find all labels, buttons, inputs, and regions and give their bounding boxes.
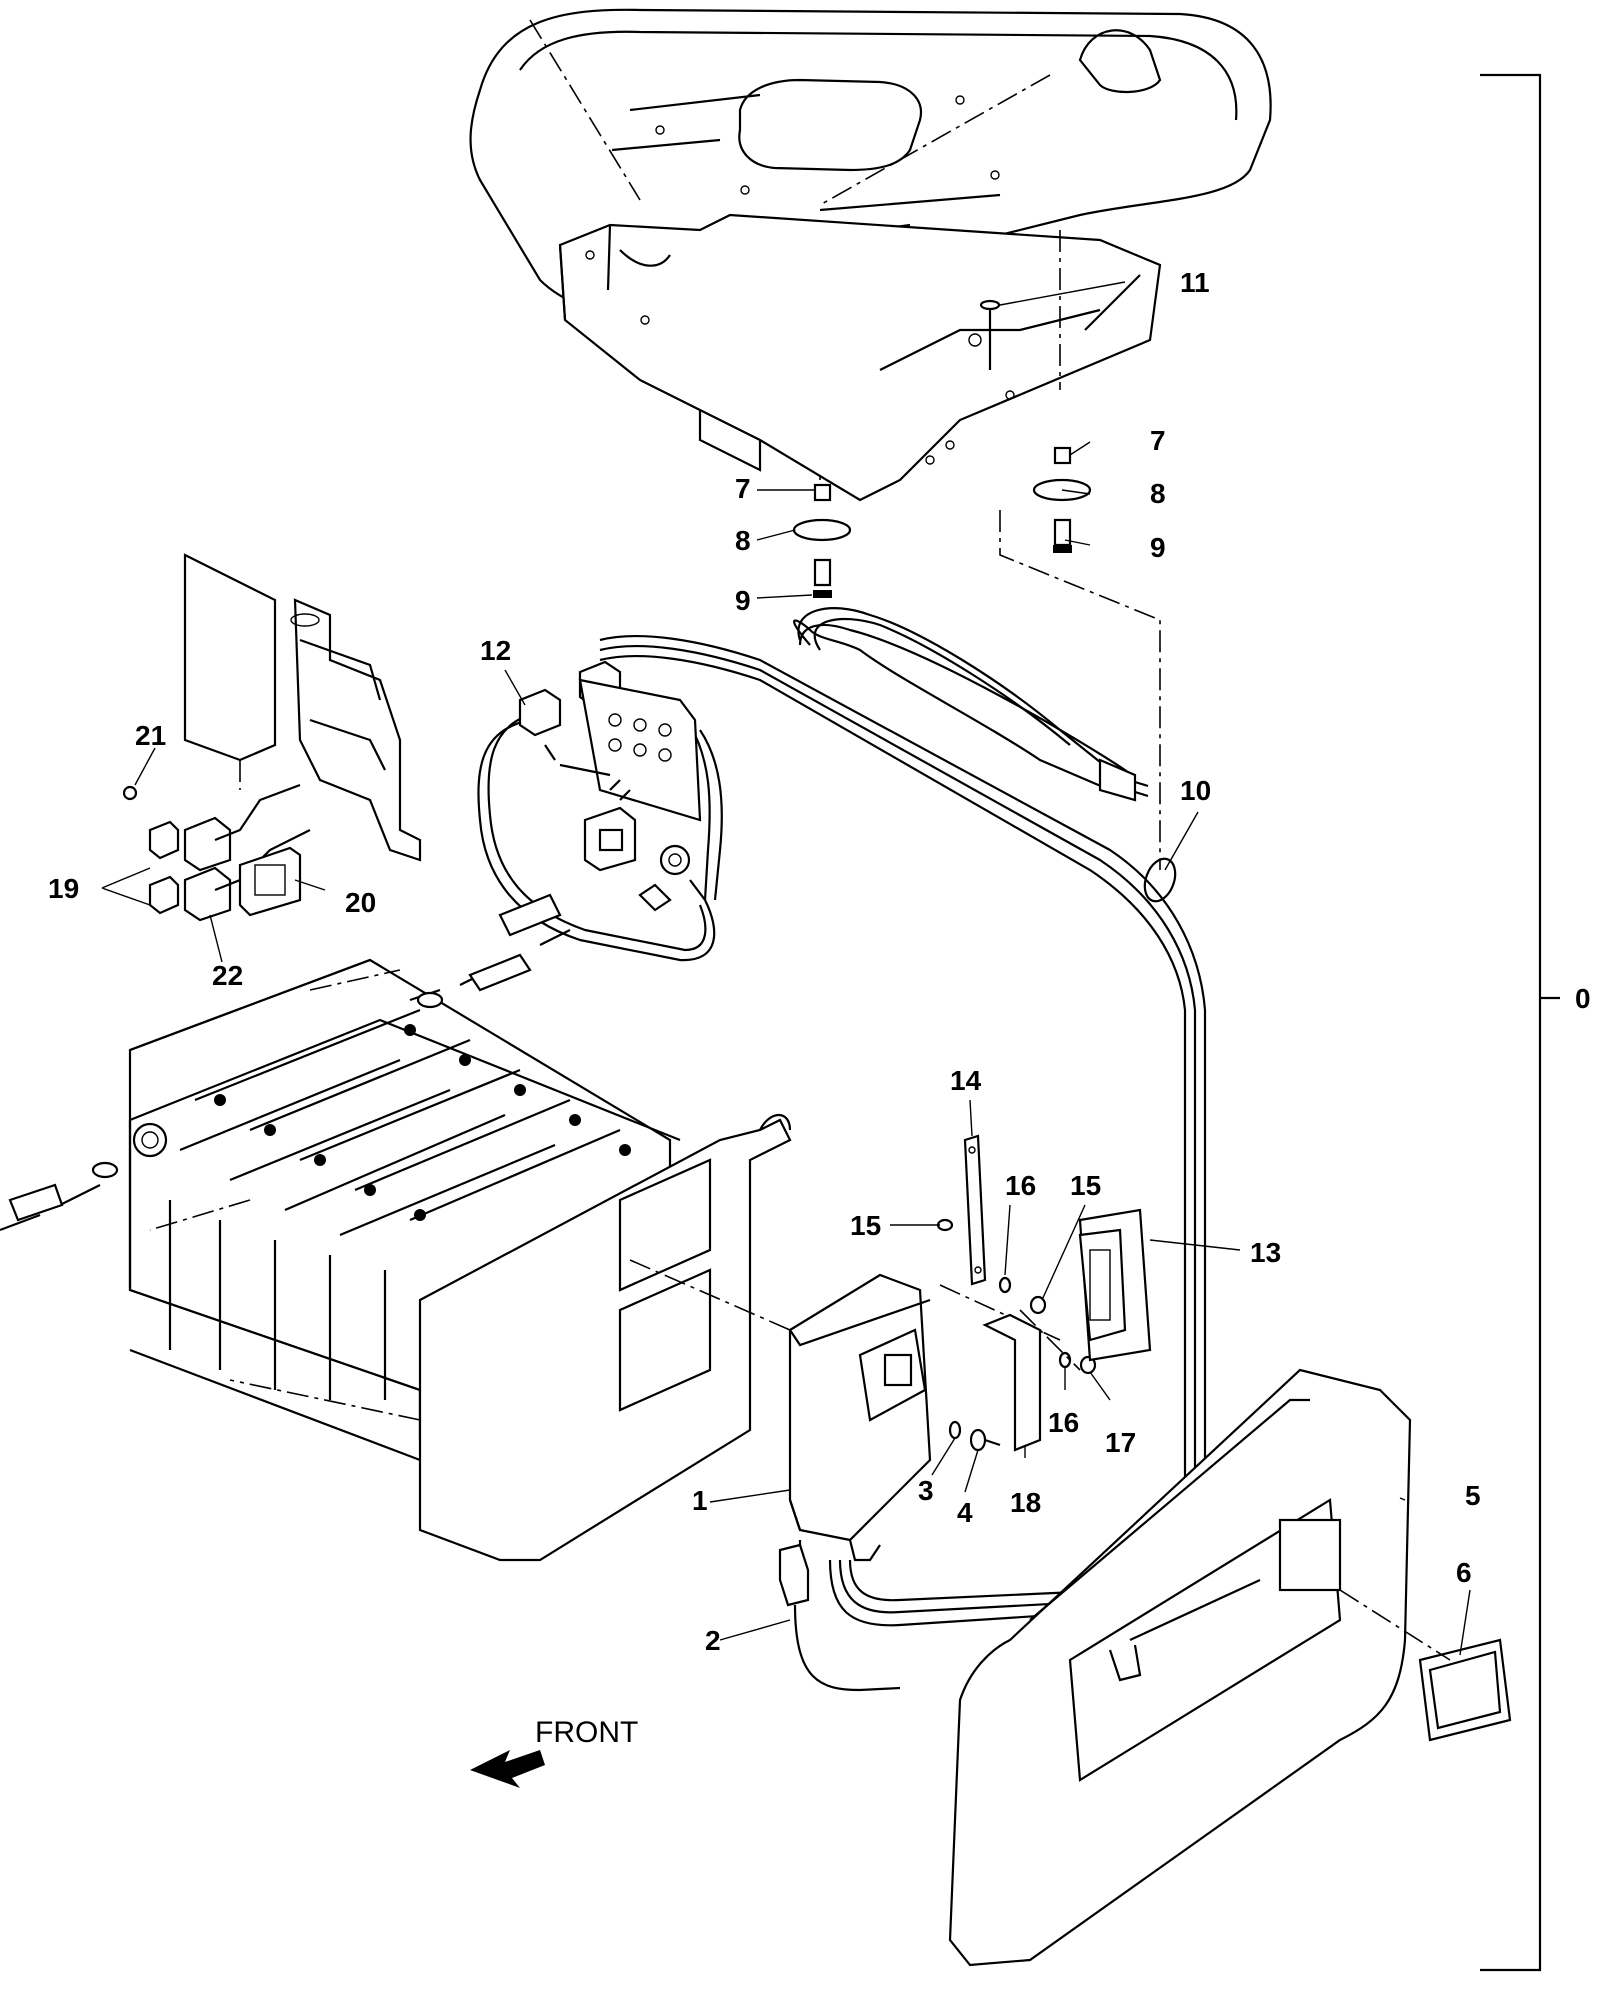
- callout-20: 20: [345, 887, 376, 918]
- callout-10: 10: [1180, 775, 1211, 806]
- callout-5: 5: [1465, 1480, 1481, 1511]
- seal-6: [1339, 1589, 1512, 1742]
- callout-labels: 0 1 2 3 4 5 6 7 7 8 8 9 9 10 11 12 13 14…: [48, 267, 1591, 1749]
- callout-19: 19: [48, 873, 79, 904]
- side-cover: [948, 1368, 1412, 1967]
- callout-22: 22: [212, 960, 243, 991]
- battery-cable-top: [409, 893, 571, 1009]
- callout-12: 12: [480, 635, 511, 666]
- battery-cable-left: [0, 1161, 119, 1232]
- callout-1: 1: [692, 1485, 708, 1516]
- callout-3: 3: [918, 1475, 934, 1506]
- screw-3-4: [948, 1420, 1001, 1452]
- front-label: FRONT: [535, 1716, 638, 1749]
- callout-16b: 16: [1048, 1407, 1079, 1438]
- battery-charger: [788, 1273, 932, 1562]
- assembly-bracket: [1480, 73, 1560, 1972]
- callout-21: 21: [135, 720, 166, 751]
- callout-14: 14: [950, 1065, 982, 1096]
- callout-7a: 7: [735, 473, 751, 504]
- callout-2: 2: [705, 1625, 721, 1656]
- callout-8b: 8: [1150, 478, 1166, 509]
- relay-harness-12: [477, 660, 723, 962]
- bracket-14: [936, 1134, 1097, 1375]
- bezel-13: [1078, 1208, 1152, 1362]
- callout-9a: 9: [735, 585, 751, 616]
- callout-6: 6: [1456, 1557, 1472, 1588]
- ac-plug: [778, 1543, 901, 1692]
- charger-cord: [793, 607, 1149, 802]
- alignment-line: [529, 19, 1161, 870]
- callout-9b: 9: [1150, 532, 1166, 563]
- callout-11: 11: [1180, 267, 1210, 298]
- callout-15b: 15: [1070, 1170, 1101, 1201]
- callout-17: 17: [1105, 1427, 1136, 1458]
- callout-13: 13: [1250, 1237, 1281, 1268]
- callout-8a: 8: [735, 525, 751, 556]
- front-arrow-icon: [470, 1750, 545, 1788]
- callout-18: 18: [1010, 1487, 1041, 1518]
- bolt-11: [979, 299, 1001, 370]
- seat-mount-plate: [558, 213, 1162, 502]
- callout-15a: 15: [850, 1210, 881, 1241]
- callout-0: 0: [1575, 983, 1591, 1014]
- callout-16a: 16: [1005, 1170, 1036, 1201]
- relay-bracket: [122, 553, 422, 922]
- leader-lines: [101, 281, 1471, 1656]
- callout-4: 4: [957, 1497, 973, 1528]
- battery-tray-plate: [149, 969, 792, 1562]
- charging-harness: [599, 635, 1207, 1627]
- callout-7b: 7: [1150, 425, 1166, 456]
- mount-hardware-left: [792, 483, 852, 598]
- pad-18: [982, 1313, 1042, 1452]
- mount-hardware-right: [1032, 446, 1092, 553]
